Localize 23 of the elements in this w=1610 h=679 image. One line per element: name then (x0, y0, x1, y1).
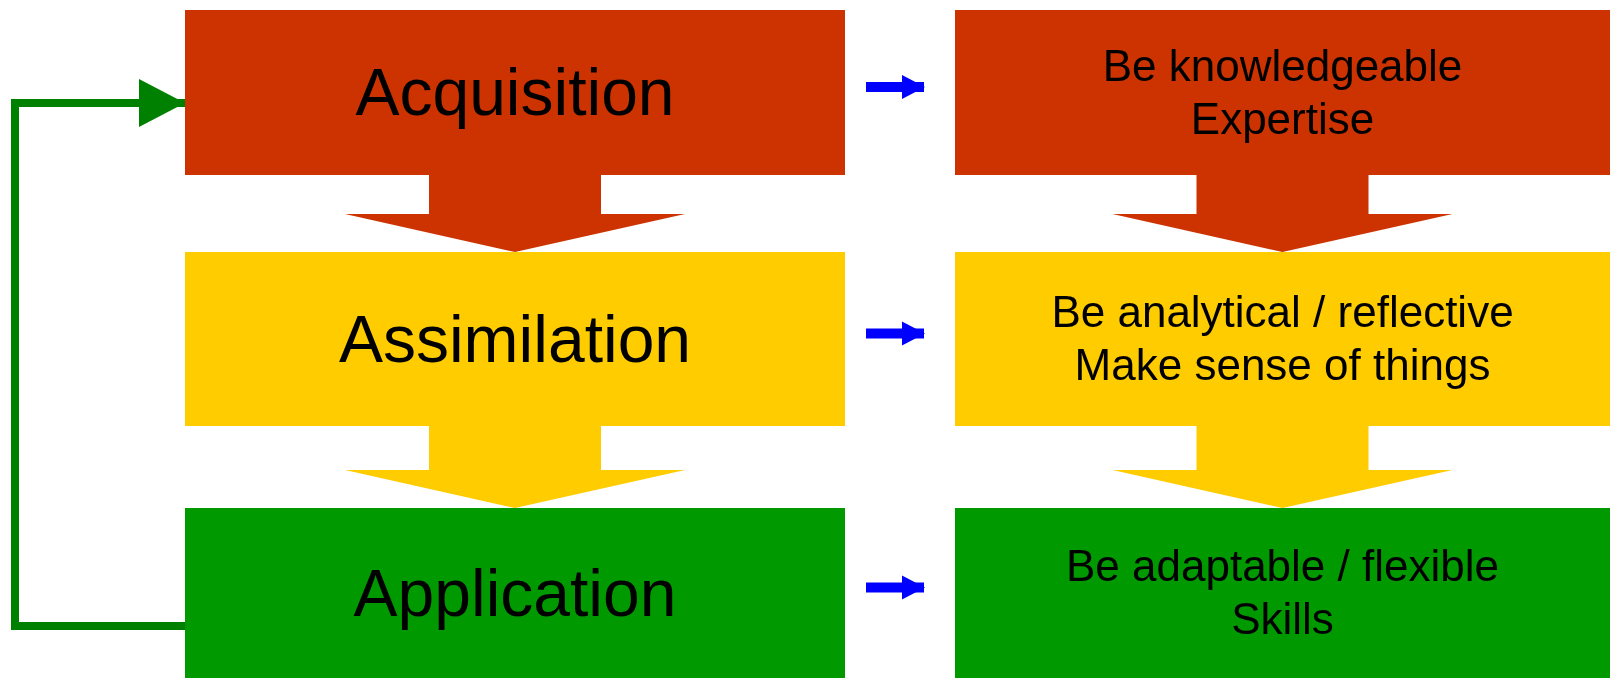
stage-description: Make sense of things (1074, 339, 1491, 391)
stage-box (185, 10, 845, 175)
stage-box (955, 10, 1610, 175)
block-arrow (1112, 175, 1453, 252)
stage-box (185, 252, 845, 426)
block-arrow (345, 175, 685, 252)
arrow (866, 321, 925, 346)
arrow (866, 575, 925, 600)
arrow (866, 75, 925, 99)
stage-description: Be knowledgeable (1102, 39, 1463, 92)
stage-description: Expertise (1190, 92, 1375, 145)
stage-title: Acquisition (355, 56, 675, 129)
stage-box (955, 252, 1610, 426)
stage-box (955, 508, 1610, 678)
block-arrow (345, 426, 685, 508)
stage-title: Assimilation (338, 302, 692, 376)
stage-description: Be adaptable / flexible (1066, 540, 1499, 593)
stage-description: Be analytical / reflective (1051, 286, 1514, 339)
block-arrow (1112, 426, 1453, 508)
stage-title: Application (353, 556, 677, 630)
stage-description: Skills (1231, 593, 1334, 645)
stage-box (185, 508, 845, 678)
arrow (11, 79, 185, 630)
